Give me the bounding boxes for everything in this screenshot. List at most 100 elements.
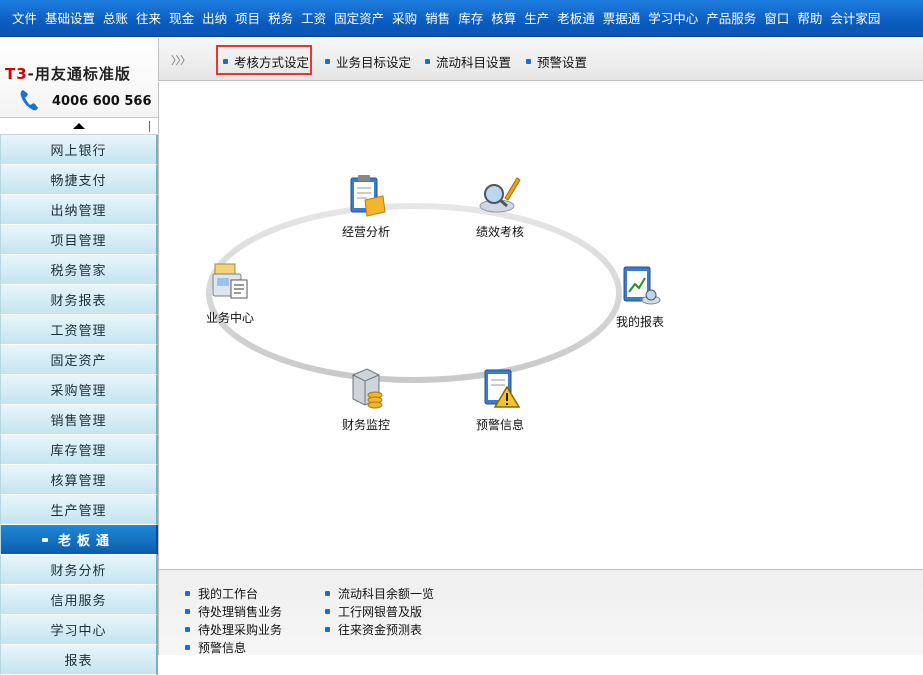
menu-payroll[interactable]: 工资: [301, 10, 327, 26]
sidebar-item-sales[interactable]: 销售管理: [0, 405, 158, 435]
link-icbc-online-bank[interactable]: 工行网银普及版: [325, 603, 422, 620]
phone-icon: [20, 90, 38, 111]
bullet-icon: [185, 627, 190, 632]
bullet-icon: [223, 59, 228, 64]
sidebar-item-payroll[interactable]: 工资管理: [0, 315, 158, 345]
bullet-icon: [425, 59, 430, 64]
sidebar-item-boss[interactable]: 老板通: [0, 525, 158, 555]
sidebar-item-tax[interactable]: 税务管家: [0, 255, 158, 285]
menu-production[interactable]: 生产: [524, 10, 550, 26]
menu-boss[interactable]: 老板通: [557, 10, 595, 26]
menu-sales[interactable]: 销售: [425, 10, 451, 26]
tab-label: 预警设置: [537, 55, 588, 70]
sidebar-item-cashier[interactable]: 出纳管理: [0, 195, 158, 225]
report-clipboard-icon: [623, 266, 661, 305]
menu-accounts[interactable]: 往来: [136, 10, 162, 26]
cash-register-icon: [212, 263, 248, 299]
link-label: 流动科目余额一览: [338, 587, 435, 601]
tab-label: 流动科目设置: [436, 55, 512, 70]
node-label: 经营分析: [341, 225, 390, 239]
menu-cashier[interactable]: 出纳: [202, 10, 228, 26]
node-my-reports[interactable]: 我的报表: [600, 262, 680, 330]
sidebar-item-purchase[interactable]: 采购管理: [0, 375, 158, 405]
sidebar-item-inventory[interactable]: 库存管理: [0, 435, 158, 465]
menu-accounting-home[interactable]: 会计家园: [830, 10, 881, 26]
link-pending-sales[interactable]: 待处理销售业务: [185, 603, 282, 620]
tab-business-target[interactable]: 业务目标设定: [325, 52, 411, 71]
selection-highlight: [216, 45, 312, 75]
menu-inventory[interactable]: 库存: [458, 10, 484, 26]
menu-invoice[interactable]: 票据通: [602, 10, 641, 26]
link-my-workbench[interactable]: 我的工作台: [185, 585, 258, 602]
sidebar-item-online-bank[interactable]: 网上银行: [0, 135, 158, 165]
menu-basic-settings[interactable]: 基础设置: [45, 10, 96, 26]
node-alert-info[interactable]: 预警信息: [460, 365, 540, 433]
node-business-center[interactable]: 业务中心: [190, 258, 270, 326]
node-label: 我的报表: [615, 315, 664, 329]
menu-product-service[interactable]: 产品服务: [706, 10, 757, 26]
node-label: 绩效考核: [475, 225, 524, 239]
link-label: 预警信息: [198, 641, 247, 655]
link-fund-forecast[interactable]: 往来资金预测表: [325, 621, 422, 638]
logo-title: T3-用友通标准版: [5, 63, 131, 84]
menu-project[interactable]: 项目: [235, 10, 261, 26]
sidebar-item-costing[interactable]: 核算管理: [0, 465, 158, 495]
quick-links-panel: 我的工作台 待处理销售业务 待处理采购业务 预警信息 流动科目余额一览 工行网银…: [158, 569, 923, 655]
bullet-icon: [526, 59, 531, 64]
tab-current-account-setup[interactable]: 流动科目设置: [425, 52, 511, 71]
chevrons-icon[interactable]: 〉〉〉: [171, 54, 191, 67]
link-current-account-balance[interactable]: 流动科目余额一览: [325, 585, 434, 602]
sidebar-item-fixed-assets[interactable]: 固定资产: [0, 345, 158, 375]
node-finance-monitor[interactable]: 财务监控: [326, 365, 406, 433]
sidebar-item-learning[interactable]: 学习中心: [0, 615, 158, 645]
magnifier-pen-icon: [479, 177, 521, 213]
menu-general-ledger[interactable]: 总账: [103, 10, 129, 26]
tab-assessment-method[interactable]: 考核方式设定: [223, 52, 309, 71]
sidebar-item-project[interactable]: 项目管理: [0, 225, 158, 255]
menu-purchase[interactable]: 采购: [392, 10, 418, 26]
warning-clipboard-icon: [484, 369, 521, 408]
link-alert-info[interactable]: 预警信息: [185, 639, 246, 656]
node-label: 业务中心: [205, 311, 254, 325]
link-label: 往来资金预测表: [338, 623, 423, 637]
sidebar-item-credit-service[interactable]: 信用服务: [0, 585, 158, 615]
logo: T3-用友通标准版 4006 600 566: [0, 38, 158, 118]
tab-label: 考核方式设定: [234, 55, 310, 70]
menu-cash[interactable]: 现金: [169, 10, 195, 26]
sidebar-item-production[interactable]: 生产管理: [0, 495, 158, 525]
bullet-icon: [325, 591, 330, 596]
active-marker-icon: [41, 537, 48, 542]
sidebar-item-report-partial[interactable]: 报表: [0, 645, 158, 675]
menu-tax[interactable]: 税务: [268, 10, 294, 26]
menu-file[interactable]: 文件: [12, 10, 38, 26]
menu-costing[interactable]: 核算: [491, 10, 517, 26]
scroll-up-button[interactable]: [0, 118, 158, 135]
sidebar-item-reports[interactable]: 财务报表: [0, 285, 158, 315]
bullet-icon: [185, 591, 190, 596]
link-label: 我的工作台: [198, 587, 259, 601]
logo-edition: -用友通标准版: [27, 65, 131, 83]
link-label: 待处理采购业务: [198, 623, 283, 637]
link-label: 待处理销售业务: [198, 605, 283, 619]
phone-number: 4006 600 566: [52, 94, 152, 109]
node-performance[interactable]: 绩效考核: [460, 172, 540, 240]
sidebar-item-quick-pay[interactable]: 畅捷支付: [0, 165, 158, 195]
bullet-icon: [325, 609, 330, 614]
sidebar: T3-用友通标准版 4006 600 566 网上银行 畅捷支付 出纳管理 项目…: [0, 38, 158, 675]
link-label: 工行网银普及版: [338, 605, 423, 619]
tab-label: 业务目标设定: [336, 55, 412, 70]
node-business-analysis[interactable]: 经营分析: [326, 172, 406, 240]
node-label: 财务监控: [341, 418, 390, 432]
logo-brand: T3: [5, 65, 28, 83]
link-pending-purchase[interactable]: 待处理采购业务: [185, 621, 282, 638]
menu-window[interactable]: 窗口: [764, 10, 790, 26]
menu-learning[interactable]: 学习中心: [648, 10, 699, 26]
bullet-icon: [325, 627, 330, 632]
sidebar-item-financial-analysis[interactable]: 财务分析: [0, 555, 158, 585]
menu-fixed-assets[interactable]: 固定资产: [334, 10, 385, 26]
bullet-icon: [185, 645, 190, 650]
bullet-icon: [185, 609, 190, 614]
orbit-ring: [206, 203, 622, 383]
menu-help[interactable]: 帮助: [797, 10, 823, 26]
tab-alert-settings[interactable]: 预警设置: [526, 52, 587, 71]
